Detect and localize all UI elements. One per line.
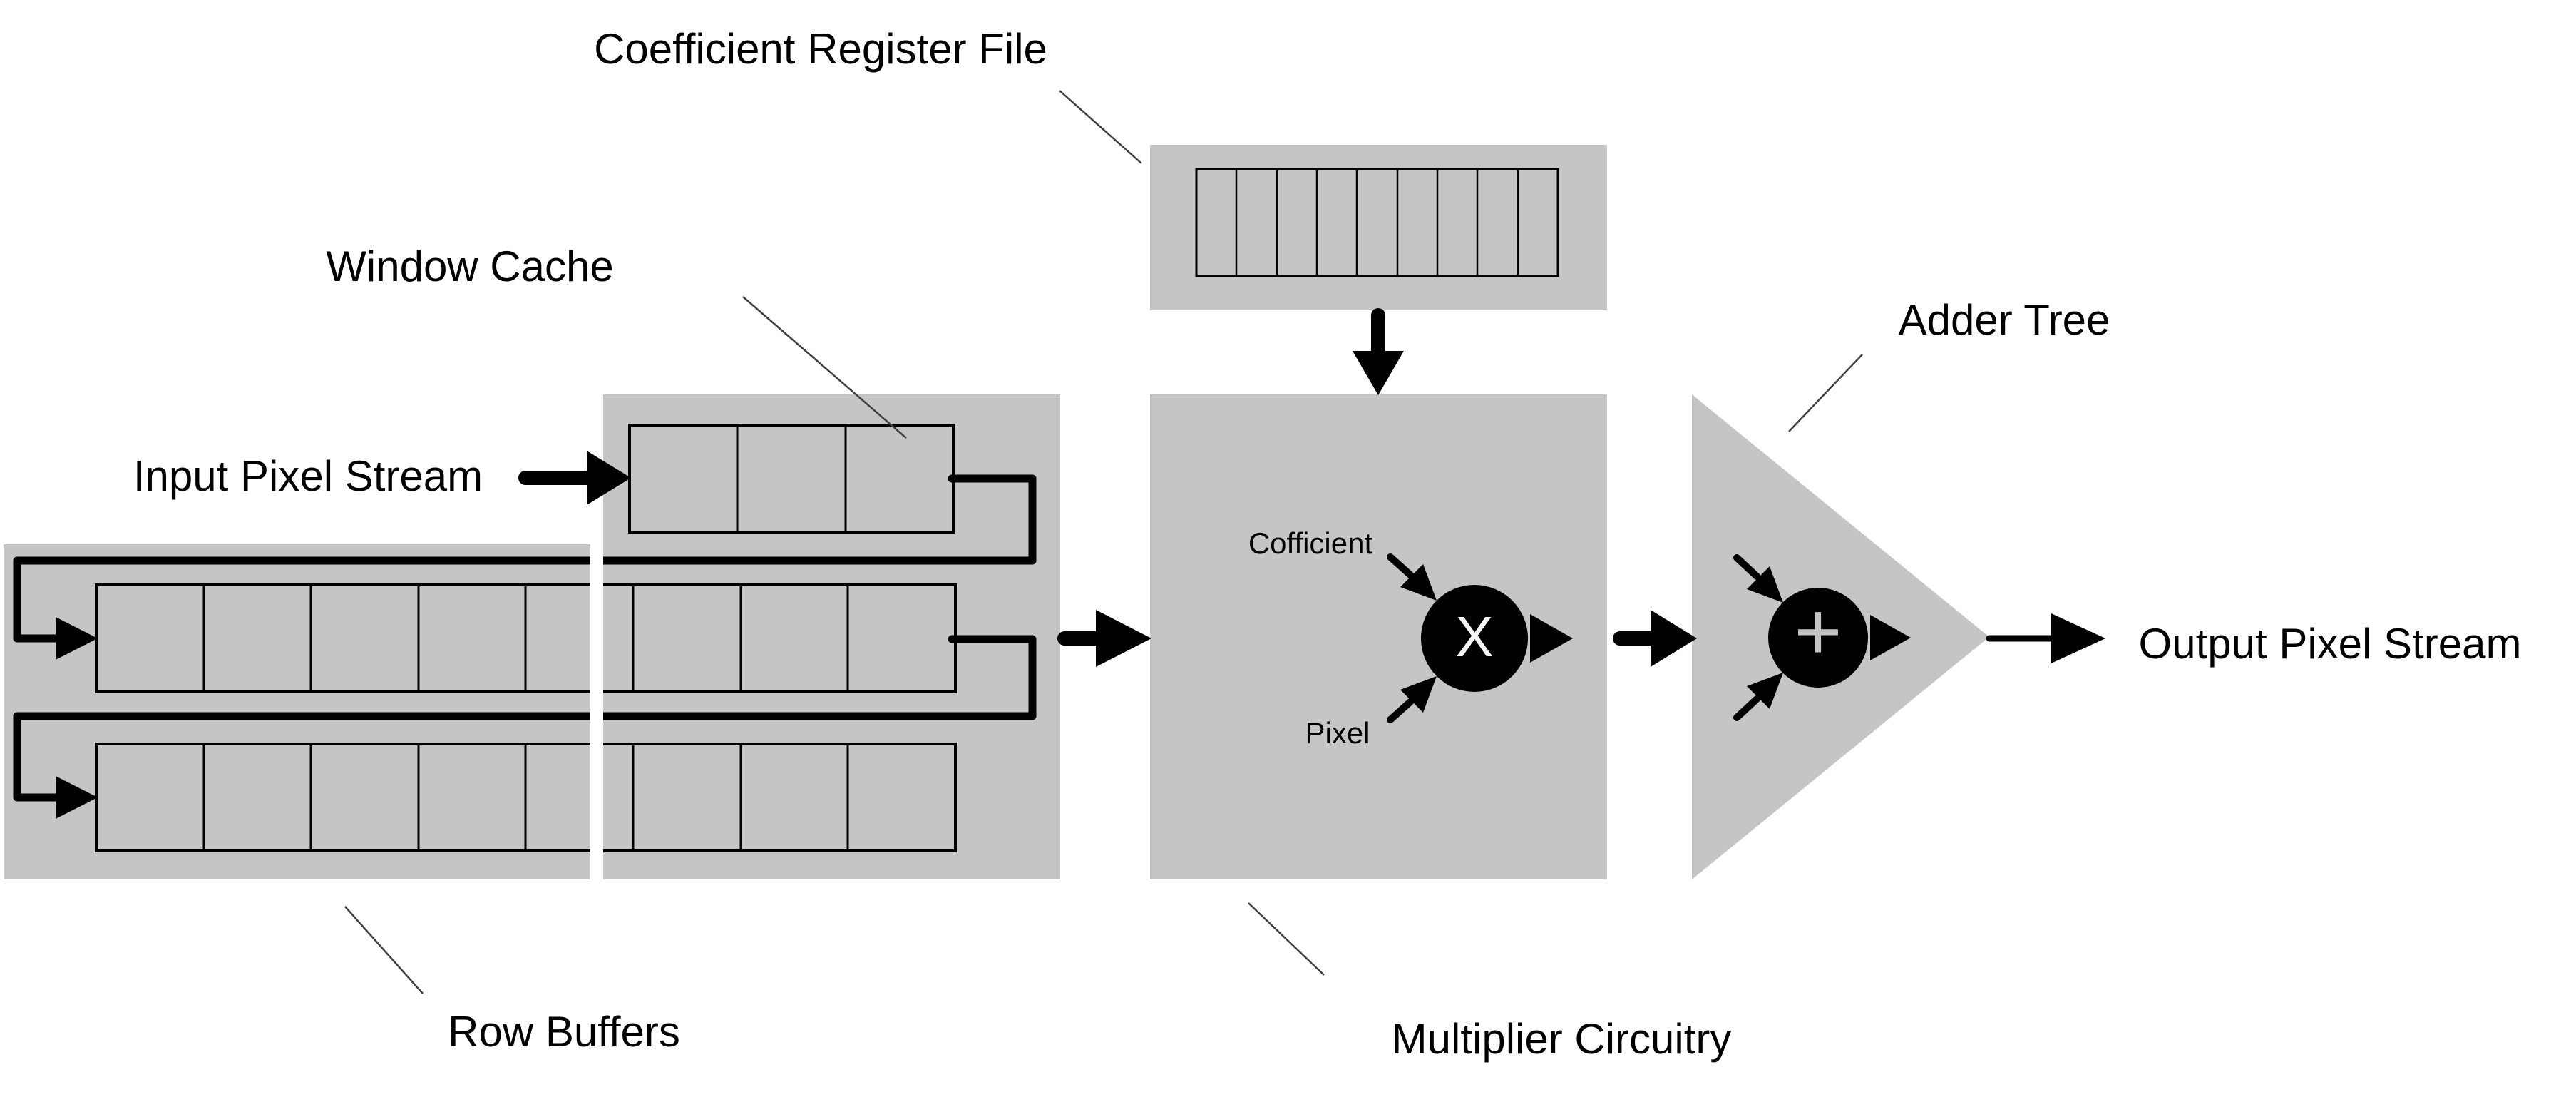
arrowhead-icon	[56, 617, 98, 660]
leader-row-buffers	[344, 906, 424, 994]
label-output-pixel-stream: Output Pixel Stream	[2138, 620, 2522, 668]
multiply-symbol: X	[1455, 605, 1494, 668]
coefficient-register-file-box	[1150, 145, 1607, 310]
label-row-buffers: Row Buffers	[448, 1008, 680, 1056]
snake-line-top-to-middle	[13, 474, 1037, 660]
label-coefficient-operand: Cofficient	[1248, 526, 1373, 560]
label-window-cache: Window Cache	[326, 243, 614, 290]
pixel-operand-arrow	[1387, 676, 1437, 723]
coefficient-down-arrow	[1353, 308, 1404, 395]
window-to-multiplier-arrow	[1057, 610, 1151, 667]
adder-input-arrow-top	[1733, 554, 1783, 603]
label-input-pixel-stream: Input Pixel Stream	[133, 452, 483, 500]
output-arrow	[1986, 613, 2105, 663]
leader-multiplier-circuitry	[1248, 902, 1325, 976]
add-exit-arrowhead	[1870, 615, 1911, 660]
register-file-cells	[1195, 168, 1559, 277]
snake-line-middle-to-bottom	[13, 635, 1037, 819]
label-multiplier-circuitry: Multiplier Circuitry	[1391, 1015, 1732, 1063]
coefficient-operand-arrow	[1387, 553, 1437, 601]
leader-window-cache	[742, 296, 907, 439]
label-coefficient-register-file: Coefficient Register File	[594, 25, 1047, 73]
leader-coefficient-register-file	[1059, 90, 1142, 164]
arrowhead-icon	[56, 776, 98, 819]
label-pixel-operand: Pixel	[1305, 716, 1370, 750]
region-gap	[590, 544, 603, 879]
row-buffers-box	[4, 544, 590, 879]
label-adder-tree: Adder Tree	[1898, 296, 2110, 344]
multiply-node	[1421, 585, 1528, 692]
leader-lines	[344, 90, 1863, 994]
multiplier-to-adder-arrow	[1613, 610, 1697, 667]
input-arrow	[518, 451, 631, 505]
leader-adder-tree	[1788, 354, 1863, 432]
add-symbol: +	[1794, 586, 1842, 678]
add-node	[1768, 588, 1868, 688]
multiply-exit-arrowhead	[1530, 614, 1573, 663]
adder-input-arrow-bottom	[1733, 673, 1783, 721]
